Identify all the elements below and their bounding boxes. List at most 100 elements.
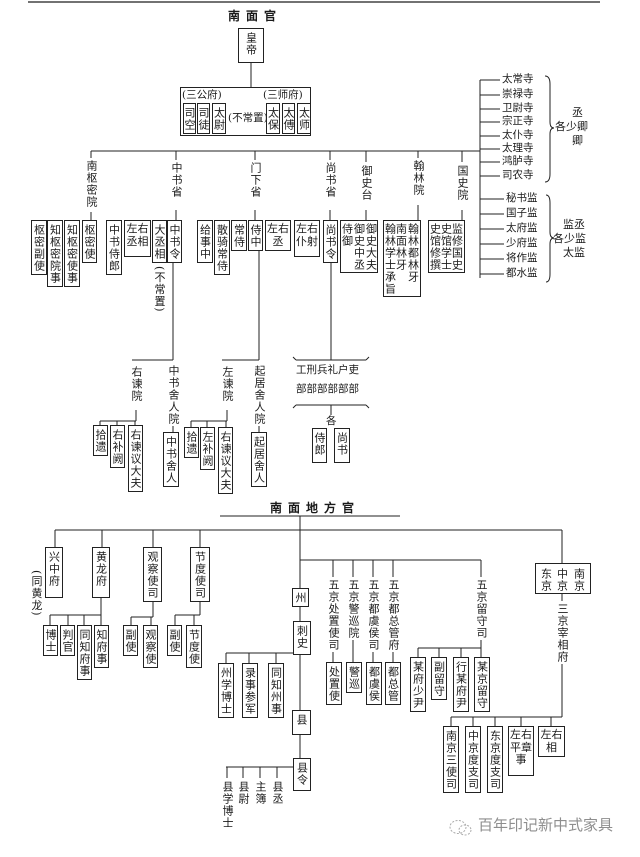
right-remonstrance-office: 右谏院 (130, 366, 143, 402)
directorates-official-jiancheng: 监丞 (563, 218, 585, 231)
temple-weiwei: 卫尉寺 (502, 102, 534, 114)
temple-taili: 太理寺 (502, 142, 534, 154)
official-nanjing-sanshisi: 南京三使司 (443, 726, 459, 793)
directorate-dushui: 都水监 (506, 267, 538, 279)
three-capitals-chancellery: 三京宰相府 (556, 603, 569, 663)
official-tongzhi-fushi: 同知府事 (77, 625, 92, 680)
five-capitals-regency: 五京留守司 (475, 579, 488, 639)
five-capitals-general: 五京都总管府 (387, 579, 400, 651)
official-zhongjing-duzhisi: 中京度支司 (465, 726, 481, 793)
official-observer: 观察使 (143, 625, 158, 668)
official-sanqi-changshi: 散骑常侍 (214, 220, 230, 275)
temple-sinong: 司农寺 (502, 169, 534, 181)
official-zhou-boshi: 州学博士 (218, 663, 234, 718)
huanglong-prefecture: 黄龙府 (92, 547, 110, 598)
official-pingzhangshi: 左右平章事 (508, 726, 534, 776)
dept-secretariat: 中书省 (170, 162, 183, 198)
directorate-taifu: 太府监 (506, 222, 538, 234)
official-right-counselor: 右谏议大夫 (128, 425, 143, 492)
official-history-supervisor: 监修国史 (450, 223, 464, 271)
five-capitals-patrol: 五京警巡院 (347, 579, 360, 639)
directorates-official-taijian: 太监 (563, 246, 585, 259)
temples-official-qing: 卿 (572, 134, 583, 147)
official-zhongshu-ling: 中书令 (167, 220, 182, 263)
directorate-shaofu: 少府监 (506, 237, 538, 249)
official-xiancheng: 县丞 (271, 781, 284, 805)
dept-chancellery: 门下省 (249, 162, 262, 198)
temples-official-shaoqing: 各少卿 (555, 120, 588, 133)
official-zhongshu-shilang: 中书侍郎 (106, 220, 122, 275)
official-liushou: 某京留守 (474, 657, 490, 712)
six-ministries-suffix: 部部部部部部 (296, 383, 359, 395)
history-box (428, 220, 465, 273)
dept-hanlin-academy: 翰林院 (412, 160, 425, 196)
official-hanlin-linya: 翰林都林牙 (406, 223, 420, 283)
official-situ: 司徒 (197, 103, 210, 134)
official-county-boshi: 县学博士 (221, 781, 234, 829)
official-history-compiler: 史馆修撰 (428, 223, 442, 271)
official-taibao: 太保 (266, 103, 280, 134)
official-governor-vice: 副使 (167, 625, 182, 656)
official-attendant-censor: 侍御 (340, 223, 354, 247)
official-right-buque: 右补阙 (110, 425, 125, 468)
official-cishi: 刺史 (293, 621, 311, 655)
official-left-right-puye: 左右仆射 (294, 220, 320, 257)
directorate-jiangzuo: 将作监 (506, 252, 538, 264)
capital-nanjing: 南京 (572, 568, 586, 592)
official-qiju-sheren: 起居舍人 (251, 432, 267, 487)
official-left-right-chancellor: 左右丞相 (124, 220, 151, 257)
official-shangshu: 尚书 (334, 428, 350, 463)
official-zhubu: 主簿 (254, 781, 267, 805)
official-zhi-privy-commissioner: 知枢密使事 (64, 220, 80, 287)
connector-line (292, 356, 297, 361)
official-chuzhi-shi: 处置使 (326, 662, 342, 705)
official-shangshu-ling: 尚书令 (323, 220, 338, 263)
official-taishi: 太师 (297, 103, 311, 134)
official-shiyi-right: 拾遗 (93, 425, 108, 456)
temple-taipu: 太仆寺 (502, 129, 534, 141)
capital-zhongjing: 中京 (555, 568, 569, 592)
left-remonstrance-office: 左谏院 (221, 366, 234, 402)
official-hanlin-chengzhi: 翰林学士承旨 (383, 223, 397, 295)
three-dukes-label: (三公府) (182, 89, 222, 101)
prefecture-box: 州 (292, 588, 309, 607)
five-capitals-disposal: 五京处置使司 (327, 579, 340, 651)
official-xing-fuyin: 行某府尹 (453, 657, 469, 712)
official-taiwei: 太尉 (212, 103, 226, 134)
directorates-official-shaojian: 各少监 (553, 232, 586, 245)
official-taifu: 太傅 (282, 103, 295, 134)
censorate-box (340, 220, 378, 273)
emperor-box: 皇帝 (238, 28, 264, 63)
directorate-guozi: 国子监 (506, 207, 538, 219)
official-censor-in-chief: 御史大夫 (364, 223, 378, 271)
official-shizhong: 侍中 (248, 220, 263, 251)
official-tongzhi-zhoushi: 同知州事 (268, 663, 284, 718)
official-vice-privy-commissioner: 枢密副使 (31, 220, 47, 275)
watermark-text: 百年印记新中式家具 (478, 816, 614, 834)
official-south-linya: 南面林牙 (394, 223, 408, 271)
xingzhong-prefecture: 兴中府 (45, 547, 63, 598)
dept-national-history: 国史院 (456, 165, 469, 201)
connector-line (292, 404, 297, 409)
six-ministries-each: 各 (326, 415, 337, 427)
directorate-mishu: 秘书监 (506, 192, 538, 204)
official-military-governor: 节度使 (186, 625, 202, 668)
three-capitals-box (535, 563, 591, 594)
capital-dongjing: 东京 (539, 568, 553, 592)
official-lushi-canjun: 录事参军 (242, 663, 258, 718)
local-officials-title: 南面地方官 (270, 501, 361, 515)
hanlin-box (383, 220, 421, 297)
dept-department-of-state: 尚书省 (324, 162, 337, 198)
county-box: 县 (292, 710, 311, 735)
official-left-right-assistant: 左右丞 (265, 220, 291, 252)
official-du-yuhou: 都虞侯 (366, 662, 382, 705)
temple-zongzheng: 宗正寺 (502, 115, 534, 127)
connector-line (365, 356, 370, 361)
official-history-scholar: 史馆学士 (439, 223, 453, 271)
temples-brace (544, 75, 555, 183)
temple-chonglu: 崇禄寺 (502, 88, 534, 100)
xingzhong-note: (同黄龙) (30, 570, 43, 617)
secretariat-drafters-office: 中书舍人院 (167, 365, 180, 425)
official-du-zongguan: 都总管 (385, 662, 401, 705)
